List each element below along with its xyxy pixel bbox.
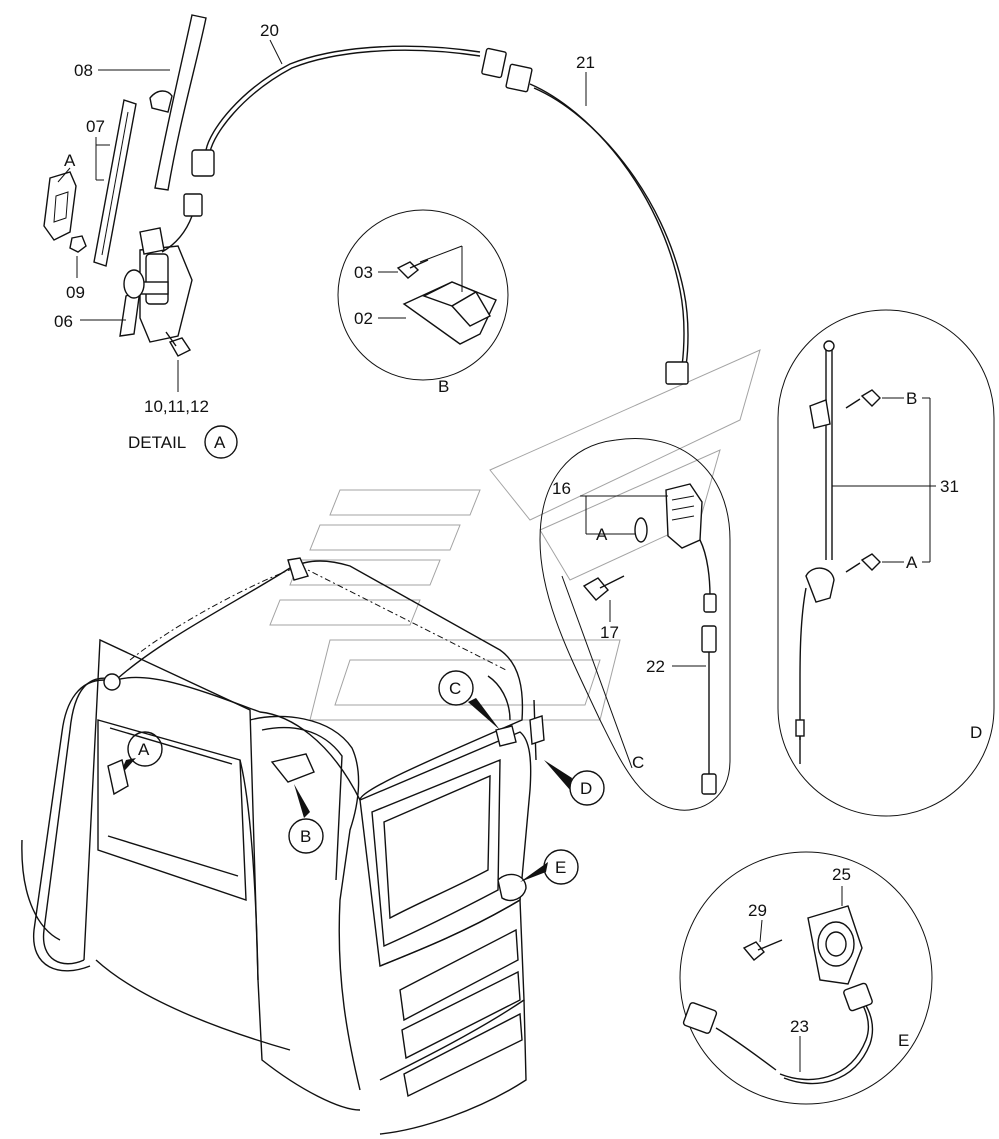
bolt-b <box>860 389 881 407</box>
detail-a: 08 07 A 09 06 10,11,12 DETAIL A <box>43 14 238 459</box>
label-06: 06 <box>54 312 73 331</box>
cab-marker-a: A <box>107 731 163 796</box>
harness-20-21: 20 21 <box>191 21 689 385</box>
cab-speaker-e <box>497 873 527 902</box>
part-10-11-12-bolt <box>165 331 192 357</box>
part-16-lamp <box>665 483 703 549</box>
label-a: A <box>906 553 918 572</box>
svg-text:D: D <box>580 779 592 798</box>
cab-marker-b: B <box>288 784 324 854</box>
svg-text:B: B <box>300 827 311 846</box>
detail-d-outline <box>777 309 995 817</box>
detail-d-circle-label: D <box>970 723 982 742</box>
label-31: 31 <box>940 477 959 496</box>
motor-connector <box>183 193 203 217</box>
label-17: 17 <box>600 623 619 642</box>
label-b: B <box>906 389 917 408</box>
cab-marker-e: E <box>520 849 579 885</box>
label-21: 21 <box>576 53 595 72</box>
operator-cab <box>21 557 545 1135</box>
label-08: 08 <box>74 61 93 80</box>
label-10-11-12: 10,11,12 <box>144 397 209 416</box>
cab-marker-d: D <box>544 760 605 806</box>
harness-20-connector-bottom <box>191 149 215 177</box>
part-23-harness <box>682 982 874 1085</box>
harness-21 <box>529 83 685 367</box>
label-20: 20 <box>260 21 279 40</box>
cab-marker-c: C <box>438 670 500 730</box>
part-03-screw <box>396 259 429 279</box>
label-03: 03 <box>354 263 373 282</box>
part-09-nut <box>69 235 87 253</box>
harness-20 <box>205 45 481 151</box>
detail-e-circle-label: E <box>898 1031 909 1050</box>
svg-text:C: C <box>449 679 461 698</box>
label-07: 07 <box>86 117 105 136</box>
label-16: 16 <box>552 479 571 498</box>
part-31-antenna <box>795 340 835 764</box>
detail-b-circle-label: B <box>438 377 449 396</box>
bolt-a <box>860 553 881 571</box>
detail-e: 25 29 23 E <box>679 851 933 1105</box>
detail-c-circle-label: C <box>632 753 644 772</box>
detail-d: B 31 A D <box>777 309 995 817</box>
label-a: A <box>64 151 76 170</box>
svg-text:E: E <box>555 858 566 877</box>
part-29-screw <box>742 939 783 961</box>
part-02-lamp <box>402 281 497 345</box>
part-08-guide <box>154 14 207 191</box>
label-29: 29 <box>748 901 767 920</box>
part-25-speaker <box>807 905 863 985</box>
part-22-wire <box>701 625 717 795</box>
label-23: 23 <box>790 1017 809 1036</box>
harness-20-connector-top <box>481 47 507 79</box>
detail-c-outline <box>539 438 731 811</box>
detail-b-circle <box>337 209 509 381</box>
detail-c: 16 A 17 22 C <box>539 438 731 811</box>
detail-e-circle <box>679 851 933 1105</box>
svg-text:A: A <box>138 740 150 759</box>
detail-a-caption: DETAIL <box>128 433 186 452</box>
harness-21-connector <box>665 361 689 385</box>
label-09: 09 <box>66 283 85 302</box>
part-a-clip <box>43 171 77 241</box>
cab-lamp-b <box>270 753 315 783</box>
part-17-screw <box>582 575 625 601</box>
label-25: 25 <box>832 865 851 884</box>
detail-a-caption-letter: A <box>214 433 226 452</box>
detail-b: 03 02 B <box>337 209 509 396</box>
label-22: 22 <box>646 657 665 676</box>
part-a-bulb <box>634 517 648 543</box>
leader-c <box>561 575 633 769</box>
label-a: A <box>596 525 608 544</box>
label-02: 02 <box>354 309 373 328</box>
detail-a-caption-circle <box>204 425 238 459</box>
